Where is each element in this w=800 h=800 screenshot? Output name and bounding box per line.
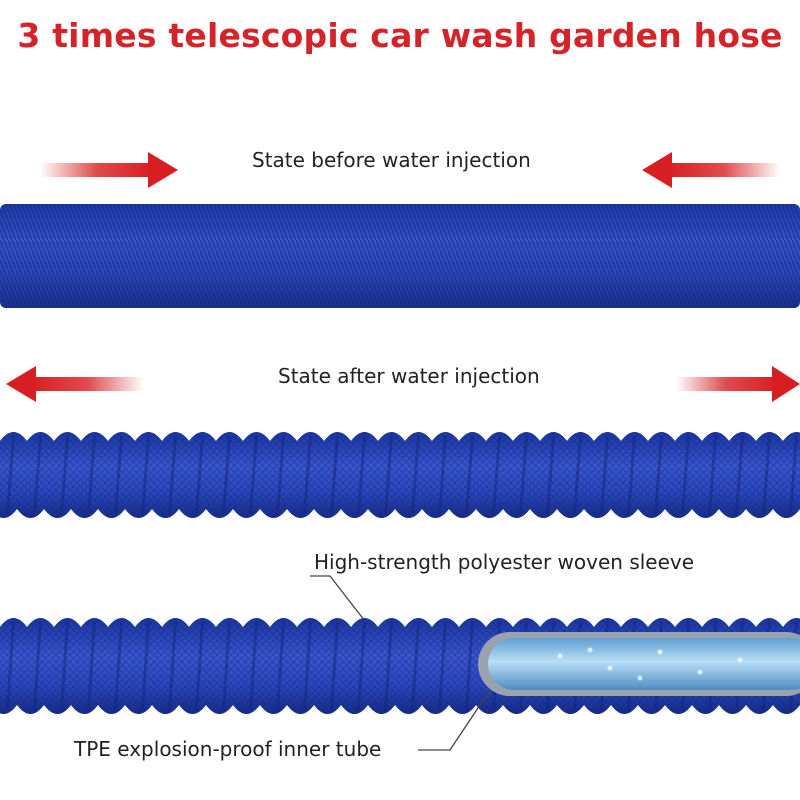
water-droplet (737, 657, 743, 663)
hose-cutaway (0, 606, 800, 726)
hose-expanded (0, 420, 800, 530)
label-woven-sleeve: High-strength polyester woven sleeve (314, 550, 695, 574)
water-droplet (607, 665, 613, 671)
hose-rib (276, 435, 285, 515)
hose-rib (681, 435, 690, 515)
water-droplet (657, 649, 663, 655)
hose-rib (411, 621, 420, 711)
hose-rib (330, 621, 339, 711)
hose-rib (168, 435, 177, 515)
hose-rib (357, 435, 366, 515)
hose-rib (141, 621, 150, 711)
hose-rib (438, 435, 447, 515)
hose-rib (492, 435, 501, 515)
water-droplet (697, 669, 703, 675)
hose-compressed (0, 200, 800, 312)
label-inner-tube: TPE explosion-proof inner tube (74, 737, 382, 761)
hose-rib (60, 435, 69, 515)
hose-rib (600, 435, 609, 515)
hose-rib (303, 435, 312, 515)
hose-rib (789, 435, 798, 515)
hose-rib (141, 435, 150, 515)
hose-rib (249, 435, 258, 515)
hose-rib (654, 435, 663, 515)
hose-rib (195, 621, 204, 711)
hose-rib (6, 621, 15, 711)
hose-rib (195, 435, 204, 515)
hose-rib (249, 621, 258, 711)
water-droplet (587, 647, 593, 653)
hose-weave (0, 432, 800, 518)
arrow-right-icon (40, 150, 180, 190)
hose-rib (222, 621, 231, 711)
hose-rib (519, 435, 528, 515)
hose-rib (384, 621, 393, 711)
label-after-injection: State after water injection (278, 364, 540, 388)
water-droplet (557, 653, 563, 659)
hose-rib (708, 435, 717, 515)
hose-rib (762, 435, 771, 515)
hose-rib (114, 621, 123, 711)
hose-rib (330, 435, 339, 515)
inner-tube (488, 638, 800, 690)
hose-rib (384, 435, 393, 515)
hose-rib (303, 621, 312, 711)
hose-rib (33, 621, 42, 711)
arrow-right-icon (676, 364, 800, 404)
hose-rib (411, 435, 420, 515)
hose-rib (465, 435, 474, 515)
label-before-injection: State before water injection (252, 148, 531, 172)
hose-rib (6, 435, 15, 515)
water-droplet (637, 675, 643, 681)
hose-rib (546, 435, 555, 515)
hose-rib (627, 435, 636, 515)
hose-rib (222, 435, 231, 515)
hose-rib (276, 621, 285, 711)
arrow-left-icon (640, 150, 780, 190)
hose-rib (114, 435, 123, 515)
hose-rib (33, 435, 42, 515)
page-title: 3 times telescopic car wash garden hose (17, 16, 783, 55)
hose-rib (735, 435, 744, 515)
hose-rib (168, 621, 177, 711)
hose-rib (573, 435, 582, 515)
hose-rib (87, 435, 96, 515)
hose-rib (87, 621, 96, 711)
arrow-left-icon (4, 364, 144, 404)
hose-rib (357, 621, 366, 711)
hose-rib (60, 621, 69, 711)
